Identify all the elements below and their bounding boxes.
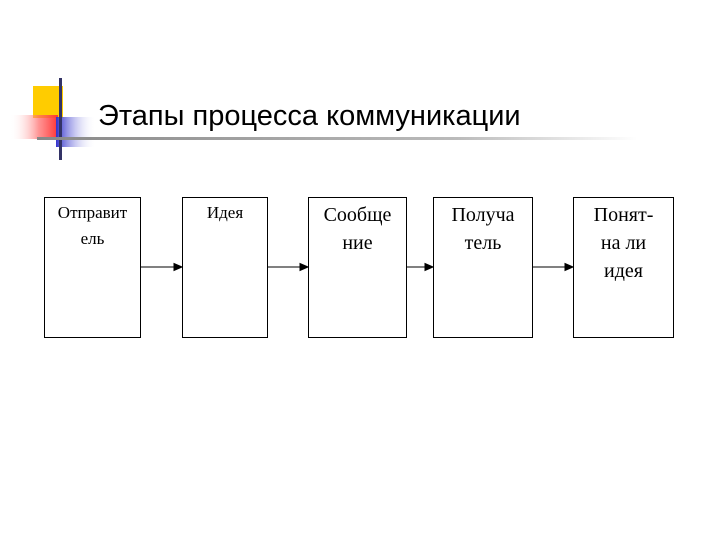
- stage-label-line: Отправит: [57, 203, 128, 222]
- stage-label-line: тель: [464, 232, 502, 254]
- arrow-receiver-to-understood: [533, 262, 575, 272]
- stage-label-line: Сообще: [323, 204, 392, 226]
- stage-label-line: ние: [342, 232, 373, 254]
- stage-box-receiver: Получа тель: [433, 197, 533, 338]
- deco-horizontal-line: [37, 137, 637, 140]
- deco-blue-square: [56, 117, 96, 147]
- stage-box-understood: Понят- на ли идея: [573, 197, 674, 338]
- stage-label-line: Идея: [206, 203, 244, 222]
- deco-red-bar: [10, 115, 58, 139]
- page-title: Этапы процесса коммуникации: [98, 100, 521, 132]
- arrow-message-to-receiver: [407, 262, 435, 272]
- stage-label-line: идея: [604, 260, 643, 282]
- arrow-idea-to-message: [268, 262, 310, 272]
- stage-box-sender: Отправит ель: [44, 197, 141, 338]
- arrow-sender-to-idea: [141, 262, 184, 272]
- stage-label-line: на ли: [600, 232, 647, 254]
- stage-label-line: ель: [80, 229, 105, 248]
- stage-box-idea: Идея: [182, 197, 268, 338]
- stage-label-line: Получа: [451, 204, 515, 226]
- stage-label-line: Понят-: [593, 204, 654, 226]
- deco-vertical-line: [59, 78, 62, 160]
- stage-box-message: Сообще ние: [308, 197, 407, 338]
- deco-yellow-square: [33, 86, 63, 118]
